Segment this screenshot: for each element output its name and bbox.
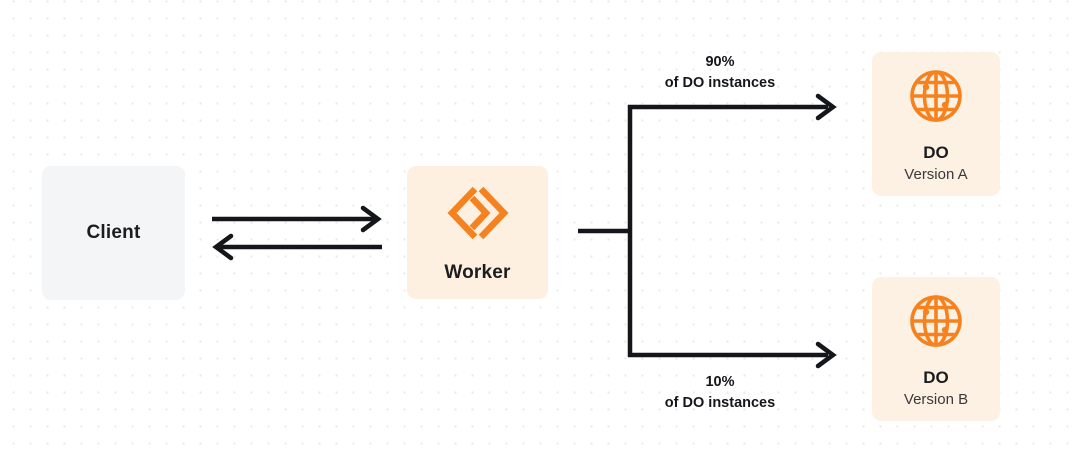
edge-label-do-a-percent: 90% [705, 54, 735, 70]
edge-worker-to-client [212, 233, 382, 261]
node-do-a-sublabel: Version A [904, 166, 968, 184]
edge-worker-to-do-a [628, 93, 837, 121]
globe-icon [907, 292, 965, 355]
node-do-version-b[interactable]: DO Version B [872, 277, 1000, 421]
edge-label-do-b: 10% of DO instances [595, 372, 845, 414]
edge-label-do-a: 90% of DO instances [595, 52, 845, 94]
edge-worker-split [578, 105, 633, 357]
globe-icon [907, 67, 965, 130]
node-worker-label: Worker [444, 262, 511, 283]
cloudflare-workers-icon [445, 183, 511, 248]
edge-label-do-b-caption: of DO instances [664, 395, 776, 412]
node-do-b-label: DO [923, 368, 949, 388]
node-do-a-label: DO [923, 143, 949, 163]
node-do-version-a[interactable]: DO Version A [872, 52, 1000, 196]
edge-label-do-a-caption: of DO instances [664, 75, 776, 92]
edge-client-to-worker [212, 205, 382, 233]
edge-label-do-b-percent: 10% [705, 374, 735, 390]
node-client[interactable]: Client [42, 166, 185, 300]
node-do-b-sublabel: Version B [903, 391, 969, 409]
edge-worker-to-do-b [628, 341, 837, 369]
node-worker[interactable]: Worker [407, 166, 548, 299]
node-client-label: Client [86, 222, 141, 243]
